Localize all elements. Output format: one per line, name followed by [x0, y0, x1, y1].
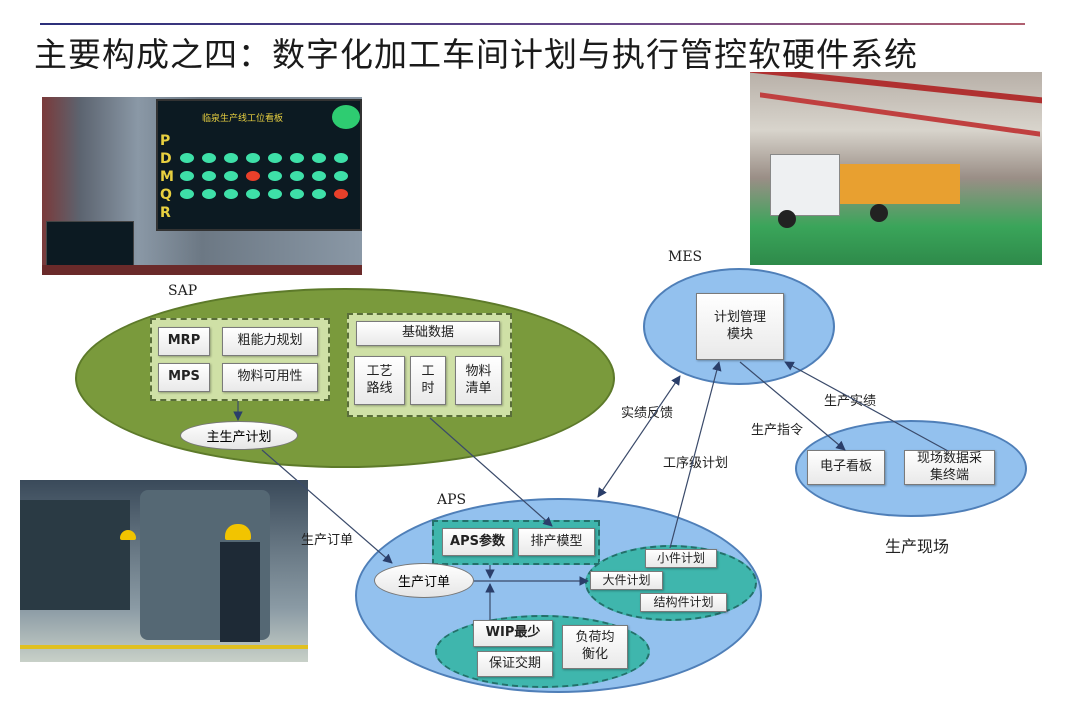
- aps-label: APS: [437, 492, 467, 508]
- board-status-lamp: [202, 171, 216, 181]
- board-status-lamp: [268, 171, 282, 181]
- board-status-lamp: [334, 171, 348, 181]
- board-status-lamp: [268, 189, 282, 199]
- flow-label-instruction: 生产指令: [751, 423, 804, 438]
- board-status-lamp: [180, 153, 194, 163]
- data-collection-terminal-box: 现场数据采集终端: [904, 450, 995, 485]
- board-status-lamp: [180, 189, 194, 199]
- large-parts-plan-box: 大件计划: [590, 571, 663, 590]
- board-row-letter: Q: [160, 187, 172, 203]
- mps-box: MPS: [158, 363, 210, 392]
- board-status-lamp: [312, 171, 326, 181]
- board-row-letter: M: [160, 169, 174, 185]
- wip-min-label: WIP最少: [485, 625, 541, 641]
- flow-label-feedback: 实绩反馈: [621, 406, 674, 421]
- sap-label: SAP: [168, 283, 198, 299]
- board-status-lamp: [334, 153, 348, 163]
- mps-label: MPS: [168, 369, 200, 385]
- board-status-lamp: [312, 153, 326, 163]
- scheduling-model-box: 排产模型: [518, 528, 595, 556]
- title-divider: [40, 23, 1025, 25]
- board-status-lamp: [202, 153, 216, 163]
- bom-box: 物料清单: [455, 356, 502, 405]
- board-status-lamp: [224, 153, 238, 163]
- board-status-lamp: [246, 189, 260, 199]
- board-status-lamp: [246, 171, 260, 181]
- load-balancing-box: 负荷均衡化: [562, 625, 628, 669]
- board-row-letter: R: [160, 205, 171, 221]
- production-site-label: 生产现场: [885, 537, 950, 556]
- mrp-label: MRP: [167, 333, 201, 349]
- structural-parts-plan-box: 结构件计划: [640, 593, 727, 612]
- routing-box: 工艺路线: [354, 356, 405, 405]
- board-status-lamp: [334, 189, 348, 199]
- production-order-ellipse: 生产订单: [374, 563, 474, 598]
- flow-label-process-plan: 工序级计划: [663, 456, 729, 471]
- board-status-lamp: [290, 171, 304, 181]
- photo-truck-assembly-line: [750, 72, 1042, 265]
- work-hours-box: 工时: [410, 356, 446, 405]
- board-status-lamp: [224, 171, 238, 181]
- aps-params-box: APS参数: [442, 528, 513, 556]
- aps-params-label: APS参数: [450, 533, 505, 549]
- flow-label-results: 生产实绩: [824, 394, 877, 409]
- plan-management-module-box: 计划管理模块: [696, 293, 784, 360]
- electronic-kanban-box: 电子看板: [807, 450, 885, 485]
- slide-title: 主要构成之四：数字化加工车间计划与执行管控软硬件系统: [34, 35, 918, 74]
- board-status-lamp: [202, 189, 216, 199]
- mes-label: MES: [668, 249, 703, 265]
- master-plan-ellipse: 主生产计划: [180, 421, 298, 450]
- board-status-lamp: [246, 153, 260, 163]
- wip-min-box: WIP最少: [473, 620, 553, 647]
- board-row-letter: D: [160, 151, 172, 167]
- board-row-letter: P: [160, 133, 171, 149]
- board-status-lamp: [180, 171, 194, 181]
- rough-capacity-box: 粗能力规划: [222, 327, 318, 356]
- board-status-lamp: [224, 189, 238, 199]
- base-data-box: 基础数据: [356, 321, 500, 346]
- board-status-lamp: [290, 189, 304, 199]
- board-status-lamp: [290, 153, 304, 163]
- delivery-guarantee-box: 保证交期: [477, 651, 553, 677]
- flow-label-order-in-wrap: 生产订单: [296, 529, 356, 547]
- board-title: 临泉生产线工位看板: [202, 114, 284, 124]
- photo-workers-at-machines: [20, 480, 308, 662]
- board-status-lamp: [312, 189, 326, 199]
- material-availability-box: 物料可用性: [222, 363, 318, 392]
- mrp-box: MRP: [158, 327, 210, 356]
- small-parts-plan-box: 小件计划: [645, 549, 717, 568]
- board-status-lamp: [268, 153, 282, 163]
- flow-label-order-in: 生产订单: [300, 533, 353, 547]
